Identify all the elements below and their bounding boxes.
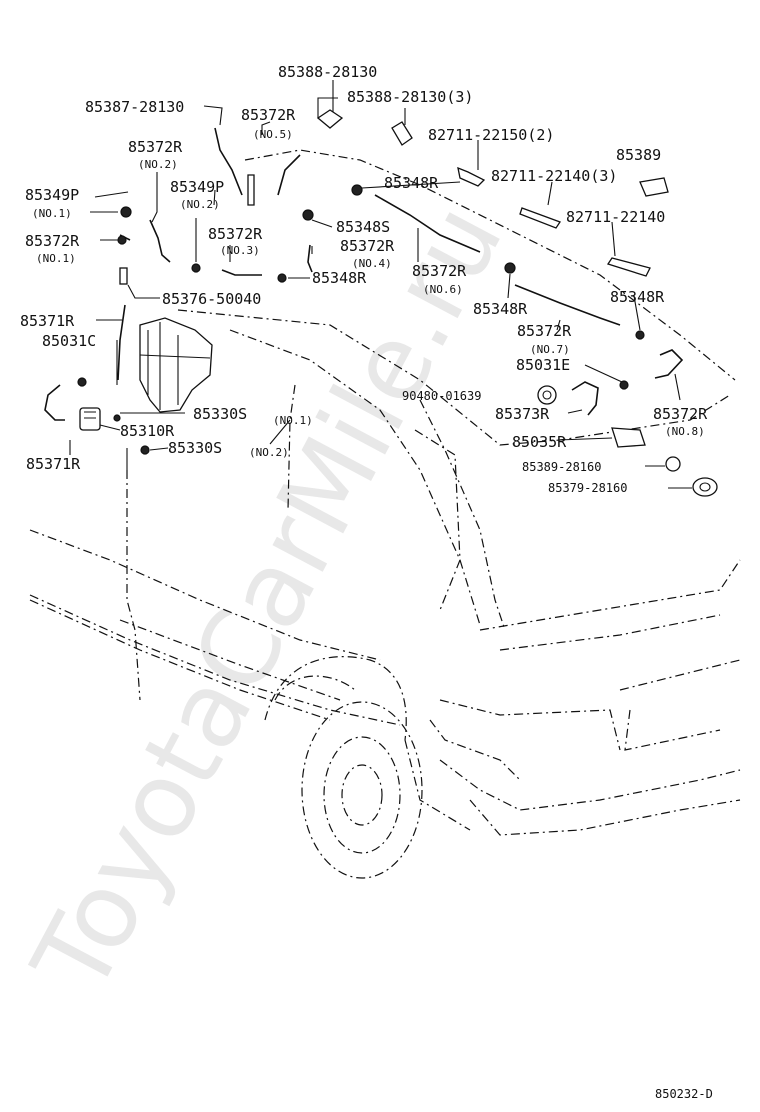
label-85388-28130-3: 85388-28130(3) [347, 88, 473, 106]
label-no6: (NO.6) [423, 283, 463, 296]
label-85349p-no2: 85349P [170, 178, 224, 196]
label-no2-c: (NO.2) [249, 446, 289, 459]
label-85330s-no1: 85330S [193, 405, 247, 423]
hose-no2-left [149, 219, 171, 263]
diagram-reference-code: 850232-D [655, 1087, 713, 1101]
hose-85371r-lower [44, 384, 65, 421]
label-no3: (NO.3) [220, 244, 260, 257]
label-85371r-b: 85371R [26, 455, 81, 473]
rear-wheel [301, 701, 423, 879]
watermark: ToyotaCarMile.ru [9, 185, 526, 1013]
label-85372r-no8: 85372R [653, 405, 708, 423]
washer-pump-icon [79, 407, 101, 431]
hose-85373r [571, 381, 599, 416]
washer-tank-icon [139, 317, 213, 413]
hose-85371r-upper [117, 304, 126, 381]
label-85349p-no1: 85349P [25, 186, 79, 204]
label-85031e: 85031E [516, 356, 570, 374]
label-no1-c: (NO.1) [273, 414, 313, 427]
label-85389-28160: 85389-28160 [522, 460, 601, 474]
clamps [316, 109, 669, 277]
label-no1-b: (NO.1) [36, 252, 76, 265]
label-85379-28160: 85379-28160 [548, 481, 627, 495]
label-85372r-no4: 85372R [340, 237, 395, 255]
hose-no4 [307, 244, 313, 273]
label-no2-b: (NO.2) [180, 198, 220, 211]
label-85310r: 85310R [120, 422, 175, 440]
label-85348r-b: 85348R [312, 269, 367, 287]
label-85348s: 85348S [336, 218, 390, 236]
label-85388-28130: 85388-28130 [278, 63, 377, 81]
hose-no6 [374, 194, 481, 253]
label-no4: (NO.4) [352, 257, 392, 270]
label-85372r-no3: 85372R [208, 225, 263, 243]
label-no2: (NO.2) [138, 158, 178, 171]
label-85376-50040: 85376-50040 [162, 290, 261, 308]
label-82711-22140-3: 82711-22140(3) [491, 167, 617, 185]
label-no8: (NO.8) [665, 425, 705, 438]
fittings [77, 184, 645, 455]
label-85389: 85389 [616, 146, 661, 164]
leader-lines [69, 80, 692, 489]
label-no5: (NO.5) [253, 128, 293, 141]
hose-no5 [277, 154, 301, 196]
label-85348r-a: 85348R [384, 174, 439, 192]
nozzle-85035r-icon [537, 385, 718, 497]
hose-no7 [514, 284, 621, 326]
pipe-clip [247, 174, 255, 206]
label-85348r-c: 85348R [610, 288, 665, 306]
label-82711-22150-2: 82711-22150(2) [428, 126, 554, 144]
label-85372r-no1: 85372R [25, 232, 80, 250]
label-85372r-no5: 85372R [241, 106, 296, 124]
pipe-no5-vertical [214, 127, 243, 196]
label-85035r: 85035R [512, 433, 567, 451]
label-85031c: 85031C [42, 332, 96, 350]
label-85330s-no2: 85330S [168, 439, 222, 457]
label-85371r-a: 85371R [20, 312, 75, 330]
hose-no3 [221, 269, 262, 276]
label-no7: (NO.7) [530, 343, 570, 356]
label-85348r-d: 85348R [473, 300, 528, 318]
hose-no8 [654, 349, 684, 379]
label-82711-22140: 82711-22140 [566, 208, 665, 226]
label-no1-a: (NO.1) [32, 207, 72, 220]
label-90480-01639: 90480-01639 [402, 389, 481, 403]
label-85372r-no6: 85372R [412, 262, 467, 280]
vehicle-outline [29, 149, 741, 836]
label-85372r-no2: 85372R [128, 138, 183, 156]
label-85372r-no7: 85372R [517, 322, 572, 340]
part-labels: 85388-28130 85387-28130 85372R (NO.5) 85… [20, 63, 708, 495]
label-85373r: 85373R [495, 405, 550, 423]
label-85387-28130: 85387-28130 [85, 98, 184, 116]
